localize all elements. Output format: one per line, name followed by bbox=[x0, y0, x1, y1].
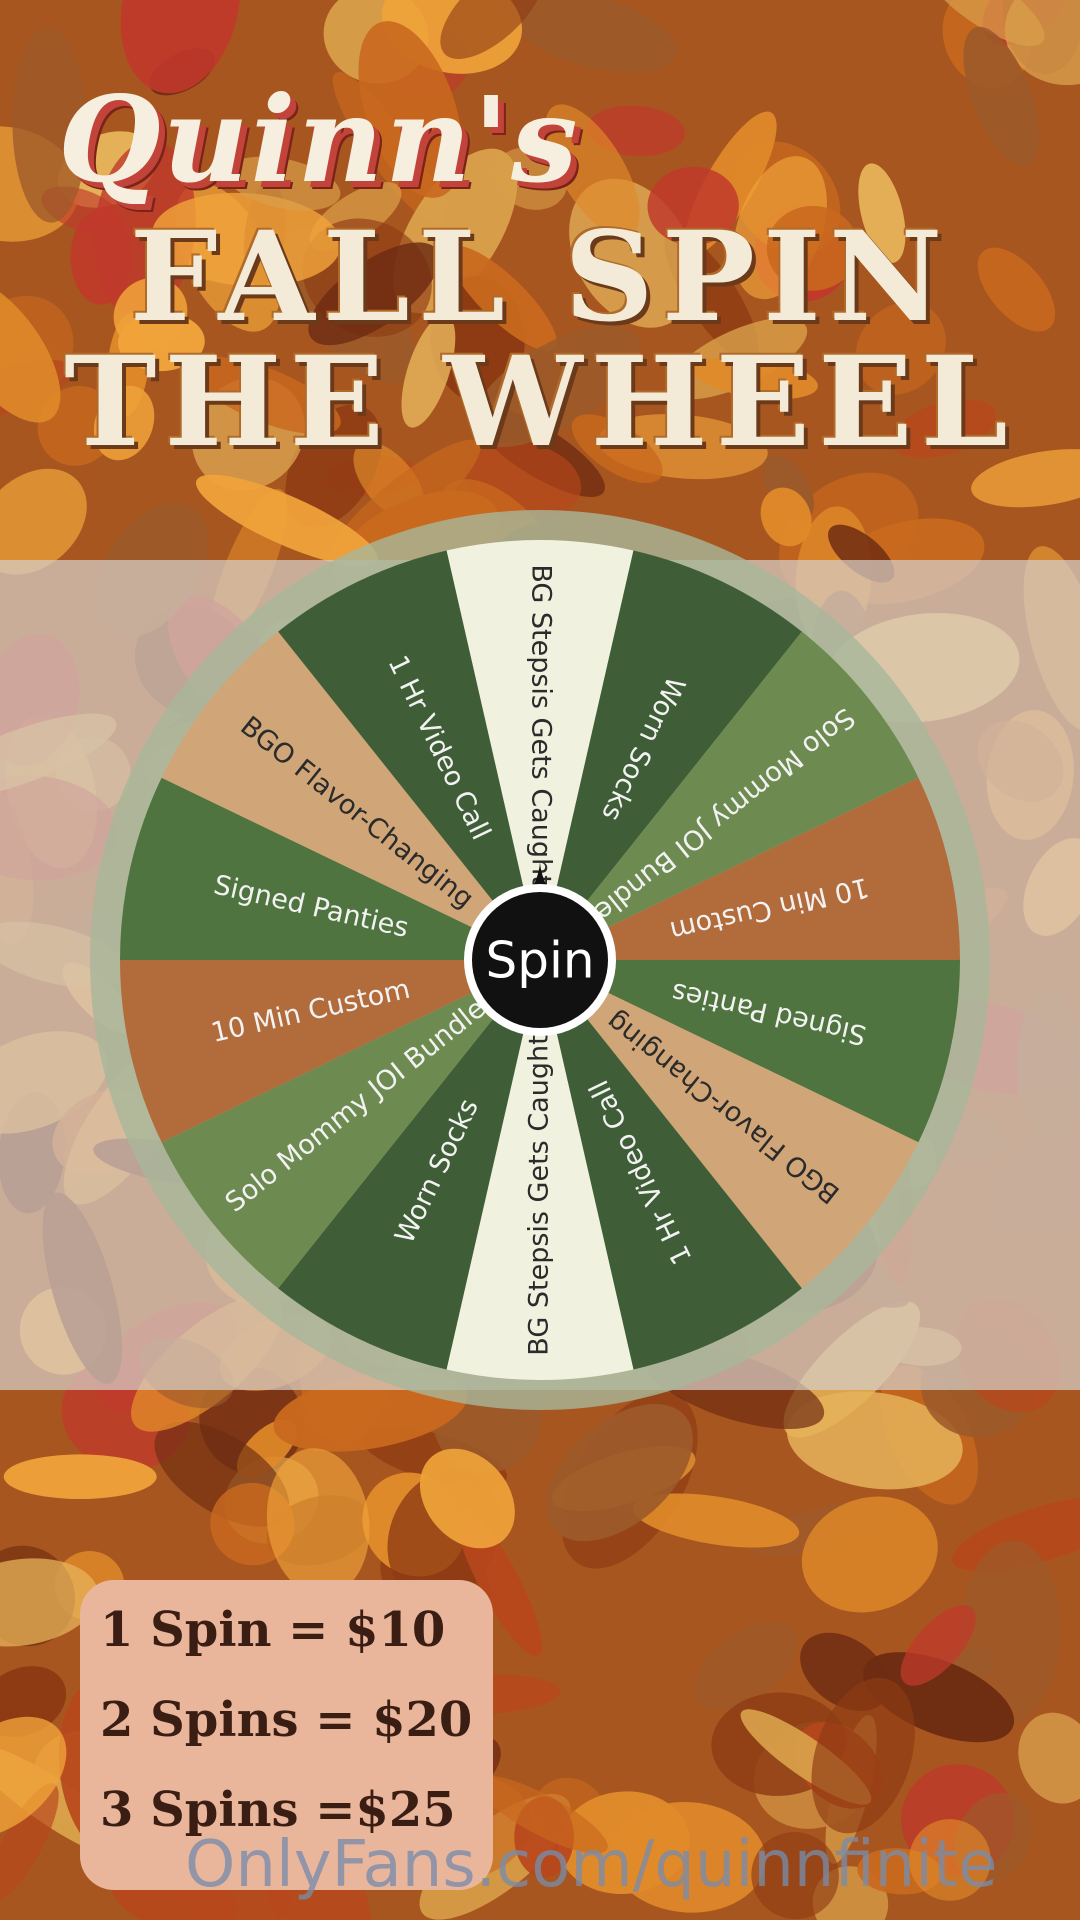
leaf-shape bbox=[801, 1496, 938, 1613]
wheel-segment bbox=[540, 960, 802, 1370]
leaf-shape bbox=[191, 356, 341, 435]
leaf-shape bbox=[440, 0, 545, 59]
leaf-shape bbox=[401, 314, 456, 428]
price-two-spins: 2 Spins = $20 bbox=[100, 1692, 473, 1748]
wheel-segment bbox=[540, 631, 919, 960]
script-title: Quinn's bbox=[58, 70, 580, 209]
title-line-2: THE WHEEL bbox=[64, 330, 1016, 475]
leaf-shape bbox=[571, 414, 663, 483]
leaf-shape bbox=[751, 1832, 839, 1920]
leaf-shape bbox=[0, 1783, 59, 1902]
wheel-segment-label: BG Stepsis Gets Caught bbox=[524, 1034, 555, 1355]
leaf-shape bbox=[225, 156, 341, 211]
leaf-shape bbox=[545, 104, 640, 238]
leaf-shape bbox=[963, 26, 1040, 166]
leaf-shape bbox=[94, 140, 196, 319]
leaf-shape bbox=[1018, 1712, 1080, 1804]
wheel-segment bbox=[120, 777, 540, 960]
wheel-segment bbox=[161, 631, 540, 960]
wheel-segment bbox=[540, 960, 919, 1289]
leaf-shape bbox=[971, 449, 1080, 508]
leaf-shape bbox=[632, 1493, 800, 1548]
leaf-shape bbox=[475, 1775, 608, 1854]
wheel-segment bbox=[446, 960, 634, 1381]
leaf-shape bbox=[470, 325, 641, 447]
leaf-shape bbox=[93, 385, 155, 461]
leaf-shape bbox=[977, 247, 1056, 332]
wheel-segment bbox=[278, 550, 540, 960]
price-three-spins: 3 Spins =$25 bbox=[100, 1782, 456, 1838]
wheel-segment bbox=[161, 960, 540, 1289]
leaf-shape bbox=[858, 163, 906, 263]
leaf-shape bbox=[358, 21, 463, 198]
leaf-shape bbox=[693, 356, 818, 400]
leaf-shape bbox=[113, 277, 188, 350]
leaf-shape bbox=[3, 1454, 157, 1499]
leaf-shape bbox=[196, 474, 378, 567]
leaf-shape bbox=[959, 1540, 1061, 1725]
price-one-spin: 1 Spin = $10 bbox=[100, 1602, 446, 1658]
leaf-shape bbox=[760, 487, 812, 547]
leaf-shape bbox=[510, 0, 677, 73]
leaf-shape bbox=[494, 147, 568, 210]
leaf-shape bbox=[266, 1448, 370, 1596]
leaf-shape bbox=[0, 1558, 99, 1647]
leaf-shape bbox=[0, 468, 87, 575]
spin-button-label[interactable]: Spin bbox=[485, 932, 594, 990]
wheel-segment-label: BG Stepsis Gets Caught bbox=[526, 564, 557, 885]
leaf-shape bbox=[811, 1677, 915, 1834]
wheel-segment bbox=[120, 960, 540, 1143]
leaf-shape bbox=[766, 205, 859, 291]
leaf-shape bbox=[924, 0, 1045, 47]
title-line-1: FALL SPIN bbox=[129, 205, 951, 350]
leaf-shape bbox=[909, 1819, 991, 1901]
leaf-shape bbox=[0, 1666, 67, 1738]
leaf-shape bbox=[0, 1716, 67, 1839]
leaf-shape bbox=[12, 28, 87, 223]
wheel-segment bbox=[540, 550, 802, 960]
leaf-shape bbox=[285, 404, 382, 528]
leaf-shape bbox=[1004, 0, 1080, 86]
leaf-shape bbox=[900, 1605, 976, 1686]
leaf-shape bbox=[448, 245, 557, 351]
leaf-shape bbox=[694, 1621, 798, 1710]
leaf-shape bbox=[546, 1403, 693, 1542]
spin-button[interactable] bbox=[472, 892, 608, 1028]
watermark: OnlyFans.com/quinnfinite bbox=[185, 1828, 998, 1902]
leaf-shape bbox=[855, 302, 946, 395]
wheel-segment bbox=[540, 777, 960, 960]
leaf-shape bbox=[151, 192, 341, 287]
leaf-shape bbox=[120, 0, 241, 94]
leaf-shape bbox=[419, 1448, 515, 1549]
leaf-shape bbox=[558, 1791, 690, 1895]
leaf-shape bbox=[891, 399, 997, 458]
wheel-segment bbox=[278, 960, 540, 1370]
wheel-segment bbox=[446, 539, 634, 960]
leaf-shape bbox=[0, 277, 61, 423]
leaf-shape bbox=[308, 242, 440, 346]
pricing-box: 1 Spin = $10 2 Spins = $20 3 Spins =$25 bbox=[80, 1580, 493, 1890]
wheel-segment bbox=[540, 960, 960, 1143]
leaf-shape bbox=[647, 166, 739, 246]
